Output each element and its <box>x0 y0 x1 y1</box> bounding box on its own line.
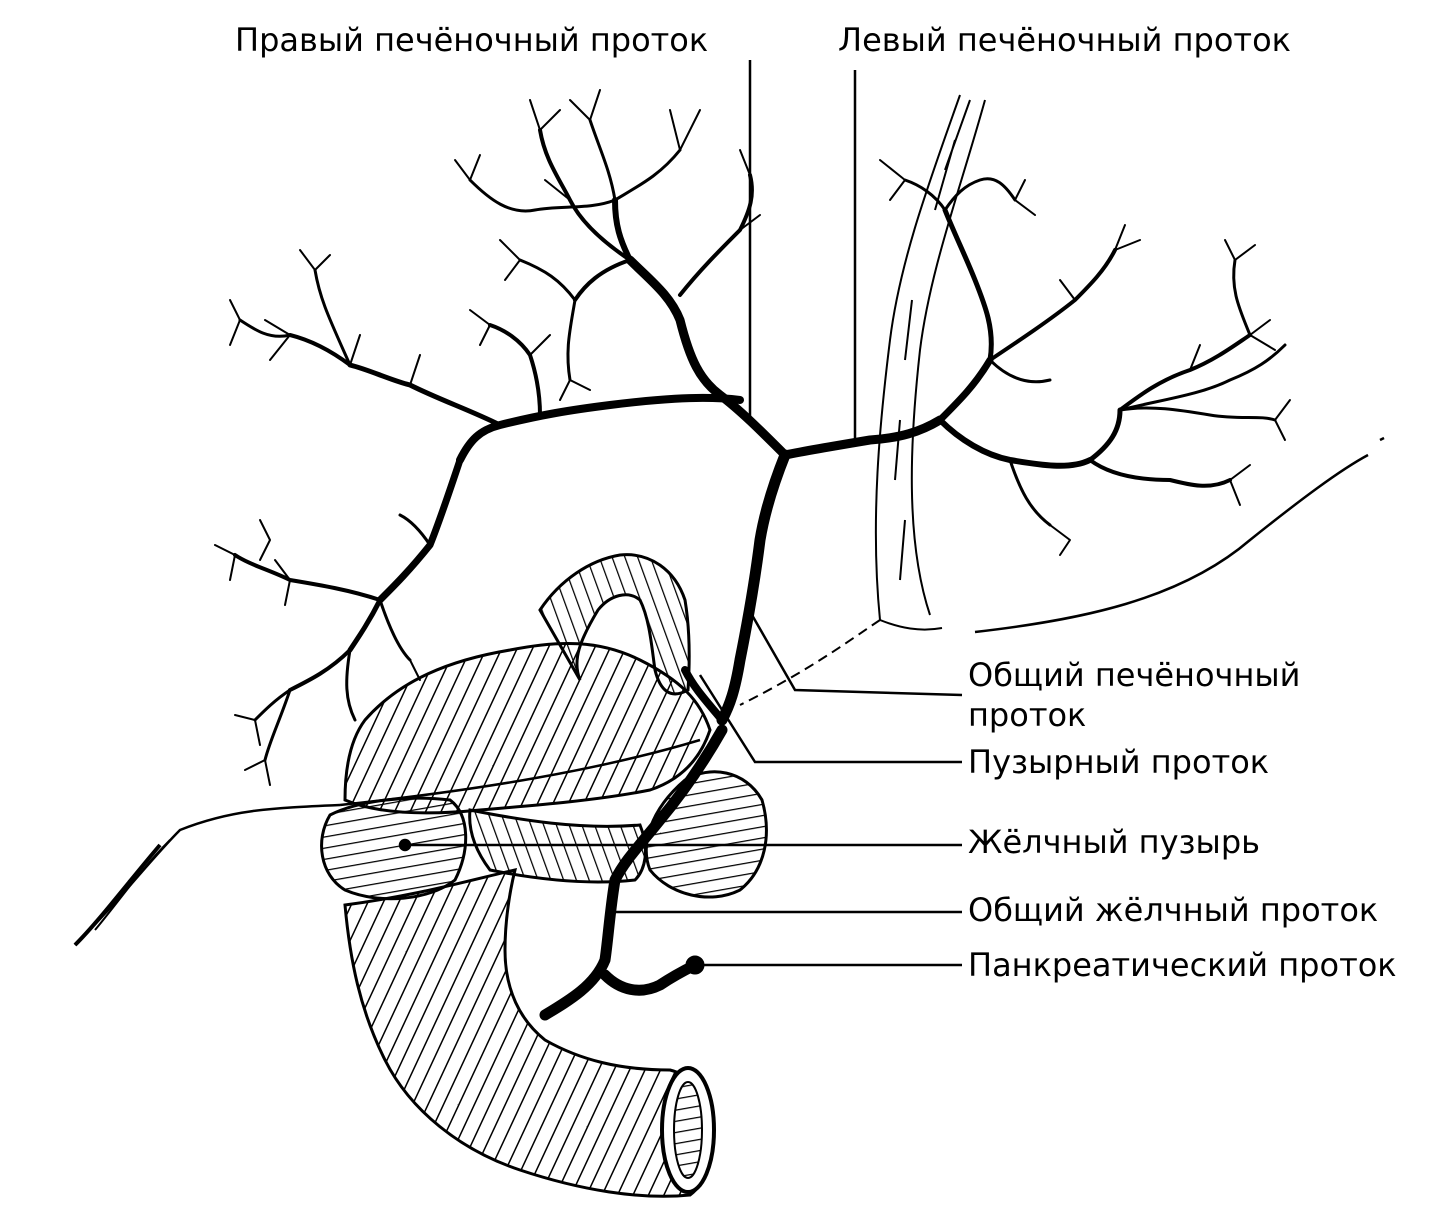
label-right-hepatic-duct: Правый печёночный проток <box>235 21 709 59</box>
pancreatic-duct <box>599 959 701 996</box>
label-cystic-duct: Пузырный проток <box>968 743 1270 781</box>
label-left-hepatic-duct: Левый печёночный проток <box>838 21 1291 59</box>
label-common-hepatic-duct: Общий печёночный проток <box>968 655 1300 735</box>
duodenum <box>343 868 716 1198</box>
label-gallbladder: Жёлчный пузырь <box>968 823 1260 861</box>
leader-lines <box>398 60 963 967</box>
round-ligament <box>739 94 986 706</box>
label-pancreatic-duct: Панкреатический проток <box>968 946 1397 984</box>
common-hepatic-duct <box>716 449 791 726</box>
leader-cystic <box>698 674 962 764</box>
label-common-bile-duct: Общий жёлчный проток <box>968 891 1379 929</box>
left-hepatic-tree <box>780 159 1291 556</box>
label-common-hepatic-line2: проток <box>968 696 1087 734</box>
right-hepatic-tree <box>214 89 790 786</box>
leader-common-hepatic <box>750 614 963 697</box>
label-common-hepatic-line1: Общий печёночный <box>968 656 1301 694</box>
gallbladder <box>320 553 768 901</box>
